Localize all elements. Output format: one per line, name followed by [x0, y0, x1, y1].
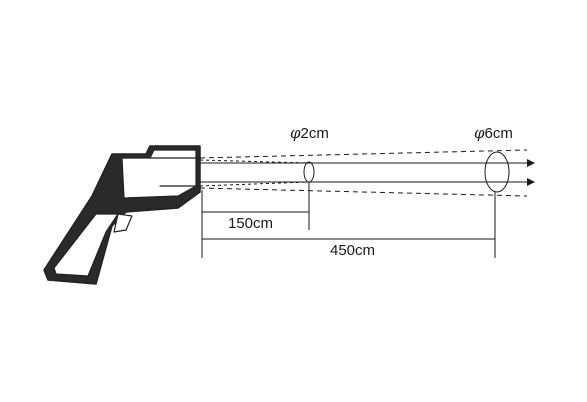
arrow-heads	[527, 159, 535, 186]
spot-near-value: 2cm	[301, 125, 329, 142]
dimension-lines	[201, 182, 496, 258]
spot-near-ellipse	[303, 161, 315, 183]
arrow-lower	[527, 178, 535, 186]
device-trigger	[113, 213, 133, 233]
near-converge-upper	[199, 159, 309, 164]
phi-symbol-far: φ	[474, 124, 485, 142]
spot-near-label: φ2cm	[290, 124, 329, 142]
optical-paths	[199, 149, 528, 197]
cone-lower-dashed	[199, 187, 528, 197]
cone-upper-dashed	[199, 149, 528, 159]
distance-near-label: 150cm	[228, 215, 273, 232]
distance-far-label: 450cm	[330, 242, 375, 259]
spot-far-label: φ6cm	[474, 124, 513, 142]
arrow-upper	[527, 159, 535, 167]
near-converge-lower	[199, 181, 309, 187]
thermometer-device	[43, 145, 201, 285]
spot-far-ellipse	[484, 151, 510, 193]
device-handle-panel	[53, 213, 119, 277]
phi-symbol-near: φ	[290, 124, 301, 142]
spot-far-value: 6cm	[485, 125, 513, 142]
